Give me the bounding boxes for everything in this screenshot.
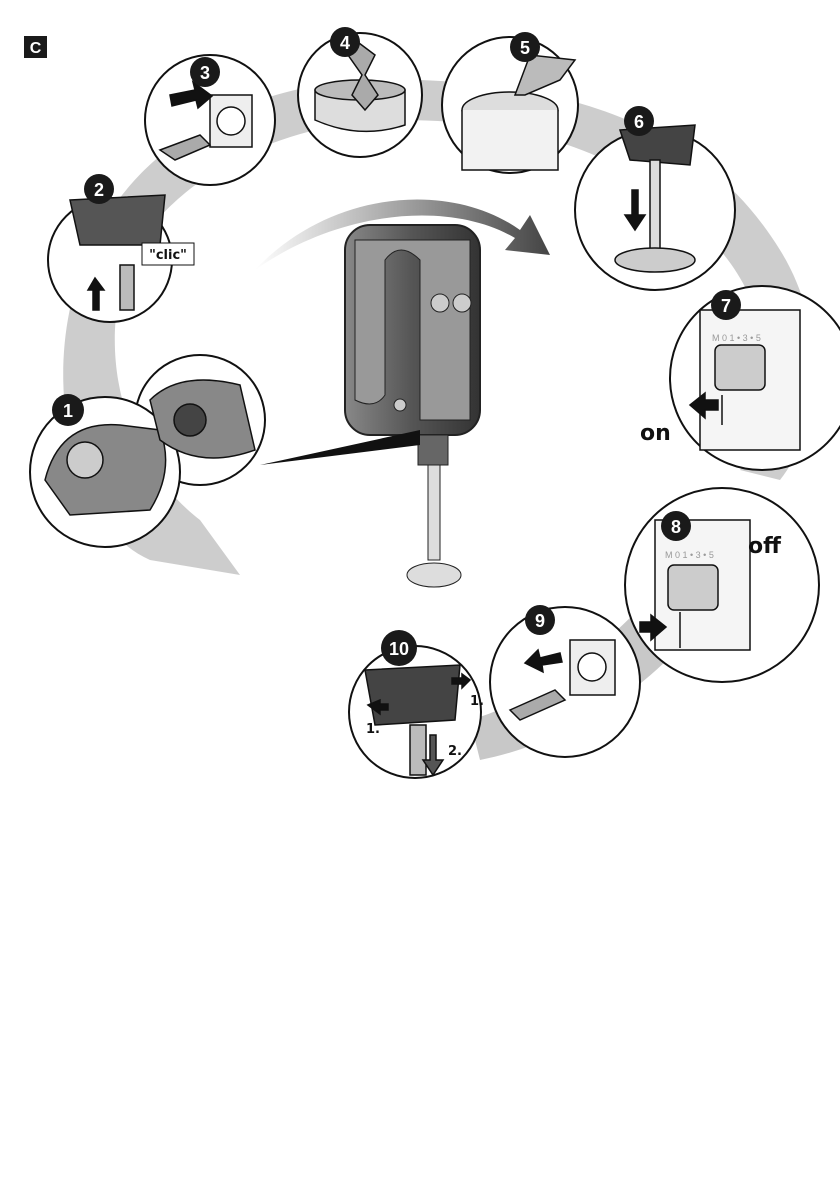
step-2-number: 2 <box>94 180 104 200</box>
step-5-badge <box>510 32 540 62</box>
switch-scale-step-8: M 0 1 • 3 • 5 <box>665 550 714 560</box>
curved-arrow <box>255 199 550 270</box>
step-7-number: 7 <box>721 296 731 316</box>
step-8-number: 8 <box>671 517 681 537</box>
step-5-number: 5 <box>520 38 530 58</box>
step-8-badge <box>661 511 691 541</box>
step-9-badge <box>525 605 555 635</box>
step-3-badge <box>190 57 220 87</box>
section-label: C <box>30 40 42 57</box>
clic-sound-label: "clic" <box>149 248 187 263</box>
hand-blender <box>260 224 481 588</box>
step-4-number: 4 <box>340 33 350 53</box>
off-label: off <box>748 534 782 559</box>
step-6-number: 6 <box>634 112 644 132</box>
sub-step-1b: 1. <box>470 694 484 709</box>
step-2-badge <box>84 174 114 204</box>
step-7-badge <box>711 290 741 320</box>
step-1-number: 1 <box>63 401 73 421</box>
step-9-circle <box>489 606 641 758</box>
step-6-badge <box>624 106 654 136</box>
step-10-badge <box>381 630 417 666</box>
step-4-badge <box>330 27 360 57</box>
step-1-badge <box>52 394 84 426</box>
switch-scale-step-7: M 0 1 • 3 • 5 <box>712 333 761 343</box>
sub-step-2: 2. <box>448 744 462 759</box>
step-10-number: 10 <box>389 639 409 659</box>
sub-step-1a: 1. <box>366 722 380 737</box>
step-9-number: 9 <box>535 611 545 631</box>
section-label-box <box>24 36 47 58</box>
step-3-number: 3 <box>200 63 210 83</box>
on-label: on <box>640 421 671 446</box>
